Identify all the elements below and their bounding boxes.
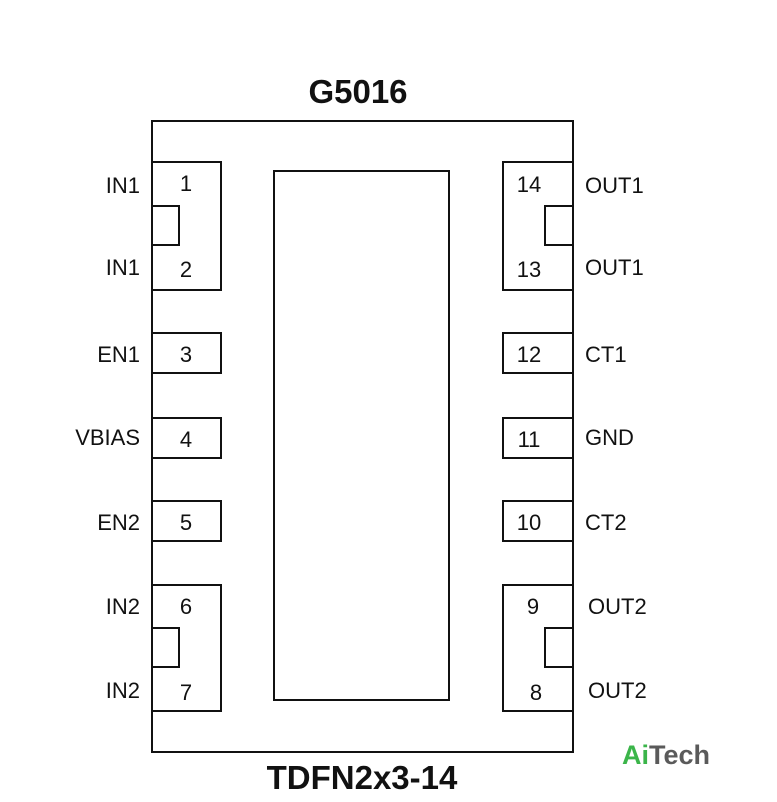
pad-right-12	[502, 332, 574, 374]
pin-name-5: EN2	[97, 510, 140, 535]
pin-name-14: OUT1	[585, 173, 644, 198]
aitech-logo: AiTech	[622, 740, 710, 770]
package-label: TDFN2x3-14	[267, 759, 458, 796]
pad-right-11	[502, 417, 574, 459]
pad-bridge-left-top	[151, 205, 180, 246]
pad-bridge-left-bottom	[151, 627, 180, 668]
pad-left-3	[151, 332, 222, 374]
pin-name-11: GND	[585, 425, 634, 450]
pin-name-10: CT2	[585, 510, 627, 535]
pin-name-9: OUT2	[588, 594, 647, 619]
pin-number-12: 12	[517, 342, 541, 367]
pin-number-5: 5	[180, 510, 192, 535]
pin-name-8: OUT2	[588, 678, 647, 703]
pin-number-7: 7	[180, 680, 192, 705]
pin-number-11: 11	[518, 427, 541, 452]
pin-name-12: CT1	[585, 342, 627, 367]
pad-bridge-right-bottom	[544, 627, 574, 668]
pin-name-3: EN1	[97, 342, 140, 367]
pad-left-4	[151, 417, 222, 459]
pin-number-10: 10	[517, 510, 541, 535]
pad-right-10	[502, 500, 574, 542]
svg-text:AiTech: AiTech	[622, 740, 710, 770]
chip-title: G5016	[308, 73, 407, 110]
pin-name-1: IN1	[106, 173, 140, 198]
pad-bridge-right-top	[544, 205, 574, 246]
pin-name-7: IN2	[106, 678, 140, 703]
logo-part-tech: Tech	[649, 740, 710, 770]
pin-number-8: 8	[530, 680, 542, 705]
pin-number-4: 4	[180, 427, 192, 452]
pin-number-2: 2	[180, 257, 192, 282]
package-outline	[151, 120, 574, 753]
pin-name-13: OUT1	[585, 255, 644, 280]
pin-number-6: 6	[180, 594, 192, 619]
logo-part-ai: Ai	[622, 740, 649, 770]
pad-left-5	[151, 500, 222, 542]
pin-name-2: IN1	[106, 255, 140, 280]
pin-number-13: 13	[517, 257, 541, 282]
pin-number-9: 9	[527, 594, 539, 619]
pin-name-4: VBIAS	[75, 425, 140, 450]
pin-number-1: 1	[180, 171, 192, 196]
pin-name-6: IN2	[106, 594, 140, 619]
pin-number-14: 14	[517, 172, 541, 197]
exposed-pad	[273, 170, 450, 701]
pin-number-3: 3	[180, 342, 192, 367]
